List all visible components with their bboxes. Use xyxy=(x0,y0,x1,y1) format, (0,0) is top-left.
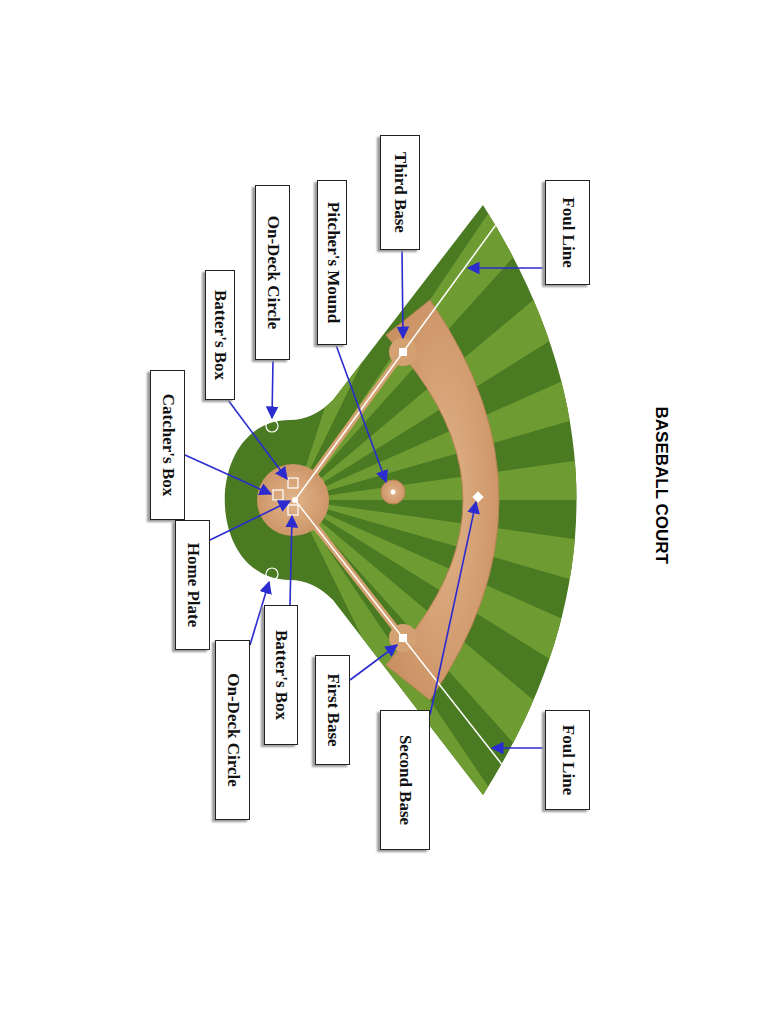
part-label: Second Base xyxy=(395,735,415,825)
base xyxy=(472,491,483,502)
label-box: Home Plate xyxy=(175,520,210,650)
label-box: Foul Line xyxy=(545,180,590,285)
part-label: First Base xyxy=(322,673,342,746)
part-label: Catcher's Box xyxy=(157,394,177,496)
label-box: Second Base xyxy=(380,710,430,850)
leader-arrow xyxy=(228,400,287,479)
label-box: Batter's Box xyxy=(205,270,235,400)
on-deck-circle xyxy=(266,420,278,432)
batters-box xyxy=(288,478,298,488)
leader-arrow xyxy=(336,345,386,482)
part-label: Home Plate xyxy=(182,543,202,628)
leader-arrow xyxy=(430,502,476,715)
leader-arrow xyxy=(210,501,290,540)
grass-stripe xyxy=(295,417,768,500)
leader-arrow xyxy=(290,516,292,605)
leader-arrow xyxy=(492,747,545,749)
pitchers-rubber xyxy=(391,490,396,495)
leader-arrow xyxy=(402,250,403,338)
base-cutout xyxy=(389,338,417,366)
part-label: On-Deck Circle xyxy=(222,673,242,786)
label-box: Third Base xyxy=(380,135,420,250)
part-label: On-Deck Circle xyxy=(262,216,282,329)
label-box: Batter's Box xyxy=(264,605,298,745)
label-box: Pitcher's Mound xyxy=(318,180,348,345)
grass-stripes xyxy=(295,0,768,1024)
base xyxy=(399,634,407,642)
label-box: On-Deck Circle xyxy=(215,640,250,820)
label-box: Catcher's Box xyxy=(150,370,185,520)
label-box: Foul Line xyxy=(545,710,590,810)
part-label: Batter's Box xyxy=(271,630,291,720)
part-label: Third Base xyxy=(390,152,410,233)
leader-arrow xyxy=(350,645,397,680)
grass-stripe xyxy=(295,256,768,500)
part-label: Pitcher's Mound xyxy=(322,202,342,323)
grass-stripe xyxy=(295,114,768,500)
batters-box xyxy=(288,505,298,515)
on-deck-circle xyxy=(266,568,278,580)
grass-stripe xyxy=(295,500,768,818)
base xyxy=(399,348,407,356)
page-title: BASEBALL COURT xyxy=(651,407,671,564)
part-label: Foul Line xyxy=(557,197,577,267)
leader-arrow xyxy=(468,267,545,269)
leader-arrow xyxy=(185,455,271,494)
part-label: Batter's Box xyxy=(210,290,230,380)
label-box: First Base xyxy=(315,655,350,765)
home-plate xyxy=(292,497,298,503)
catchers-box xyxy=(273,490,283,500)
infield-dirt xyxy=(386,300,499,700)
home-dirt-circle xyxy=(257,464,329,536)
part-label: Foul Line xyxy=(557,725,577,795)
label-box: On-Deck Circle xyxy=(255,185,290,360)
leader-arrow xyxy=(272,360,273,418)
pitchers-mound xyxy=(381,480,405,504)
grass-stripe xyxy=(295,500,755,946)
